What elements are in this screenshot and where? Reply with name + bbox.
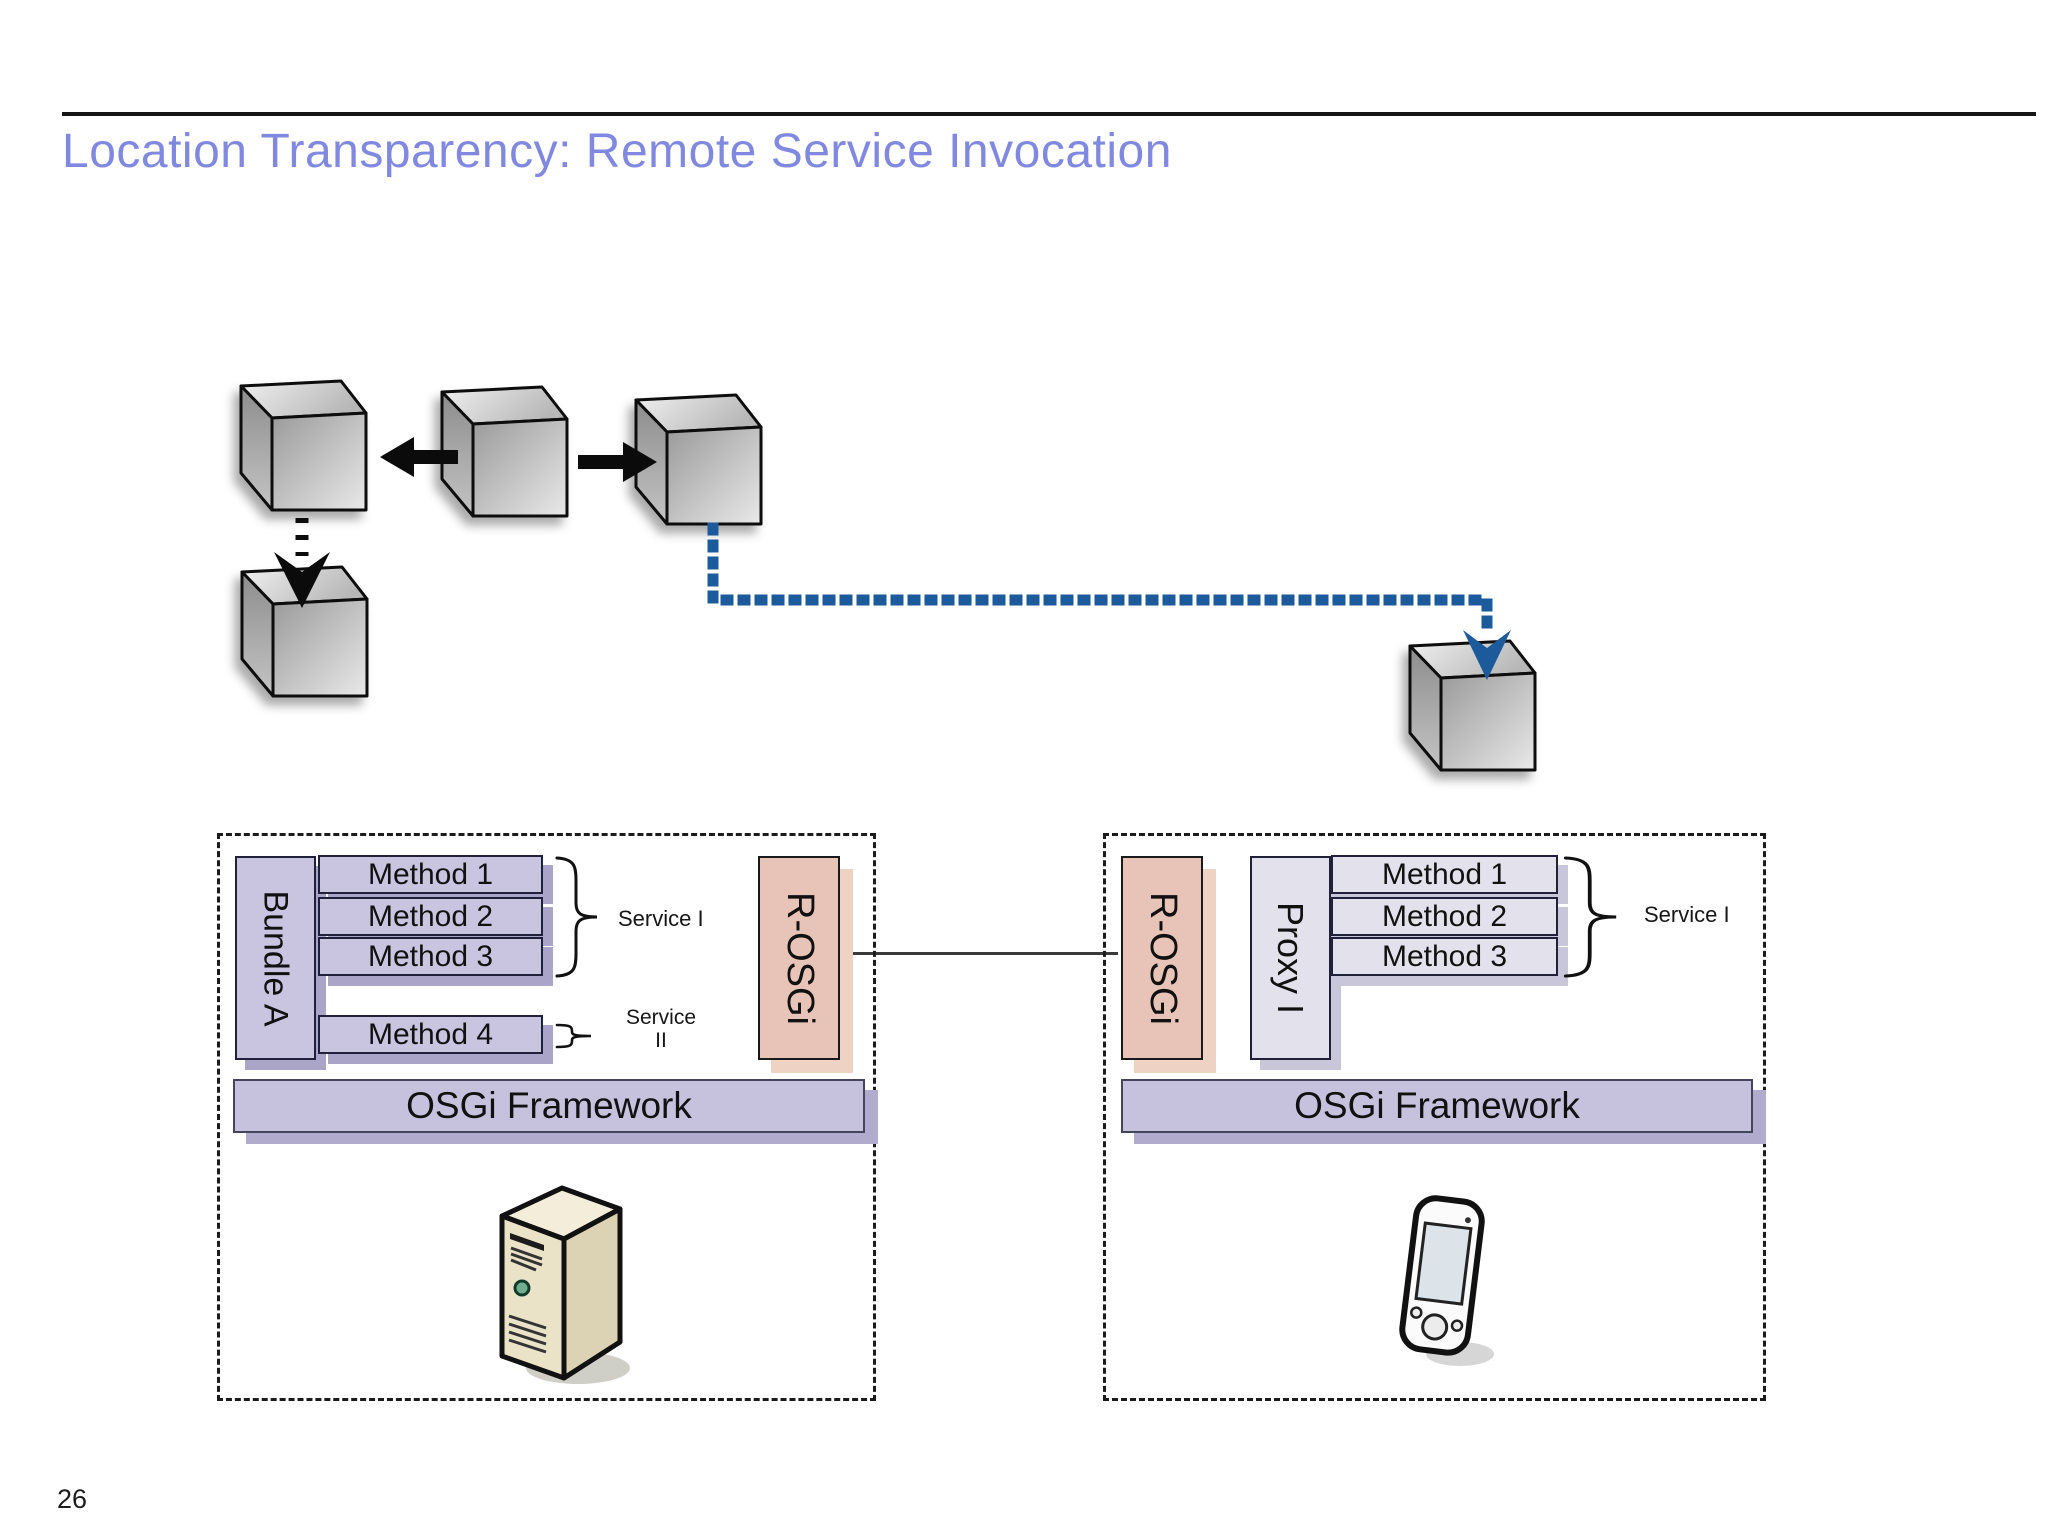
rosgi-label-left: R-OSGi xyxy=(778,891,821,1025)
remote-bundle-cube xyxy=(1408,639,1537,772)
service-2-label: Service II xyxy=(606,1006,716,1052)
method-box: Method 1 xyxy=(318,855,543,894)
rosgi-box-left: R-OSGi xyxy=(758,856,840,1060)
service-2-label-line2: II xyxy=(655,1029,667,1053)
service-1-brace xyxy=(555,856,598,978)
pda-icon xyxy=(1399,1195,1494,1366)
method-box: Method 3 xyxy=(318,937,543,976)
service-call-arrow-right xyxy=(578,442,657,482)
service-2-brace xyxy=(555,1023,592,1049)
service-2-label-line1: Service xyxy=(625,1006,697,1029)
host-b-panel: R-OSGi Proxy I Method 1 Method 2 Method … xyxy=(1103,833,1766,1401)
rosgi-label-right: R-OSGi xyxy=(1141,891,1184,1025)
bundle-a-box: Bundle A xyxy=(235,856,316,1060)
page-number: 26 xyxy=(57,1484,88,1514)
method-box: Method 3 xyxy=(1331,937,1558,976)
proxy-label: Proxy I xyxy=(1270,901,1312,1015)
service-1-label-right: Service I xyxy=(1644,902,1730,927)
bundle-cube-1 xyxy=(239,379,368,512)
proxy-box: Proxy I xyxy=(1250,856,1331,1060)
bundle-cube-2 xyxy=(440,385,569,518)
service-1-brace-right xyxy=(1563,856,1617,978)
service-1-label: Service I xyxy=(618,906,704,931)
page-title: Location Transparency: Remote Service In… xyxy=(62,125,1172,178)
server-tower-icon xyxy=(499,1185,630,1384)
remote-invocation-dotted-arrow xyxy=(707,522,1511,680)
title-rule xyxy=(62,112,2036,116)
method-box: Method 2 xyxy=(318,897,543,936)
rosgi-connection-line xyxy=(838,952,1118,955)
osgi-framework-bar-right: OSGi Framework xyxy=(1121,1079,1753,1133)
rosgi-box-right: R-OSGi xyxy=(1121,856,1203,1060)
method-box: Method 2 xyxy=(1331,897,1558,936)
osgi-framework-bar-left: OSGi Framework xyxy=(233,1079,865,1133)
service-call-arrow-left xyxy=(380,437,458,477)
method-box: Method 1 xyxy=(1331,855,1558,894)
host-a-panel: Bundle A Method 1 Method 2 Method 3 Meth… xyxy=(217,833,876,1401)
method-box: Method 4 xyxy=(318,1015,543,1054)
bundle-a-label: Bundle A xyxy=(257,889,295,1027)
dependency-dashed-arrow xyxy=(274,518,330,608)
bundle-cube-3 xyxy=(634,393,763,526)
